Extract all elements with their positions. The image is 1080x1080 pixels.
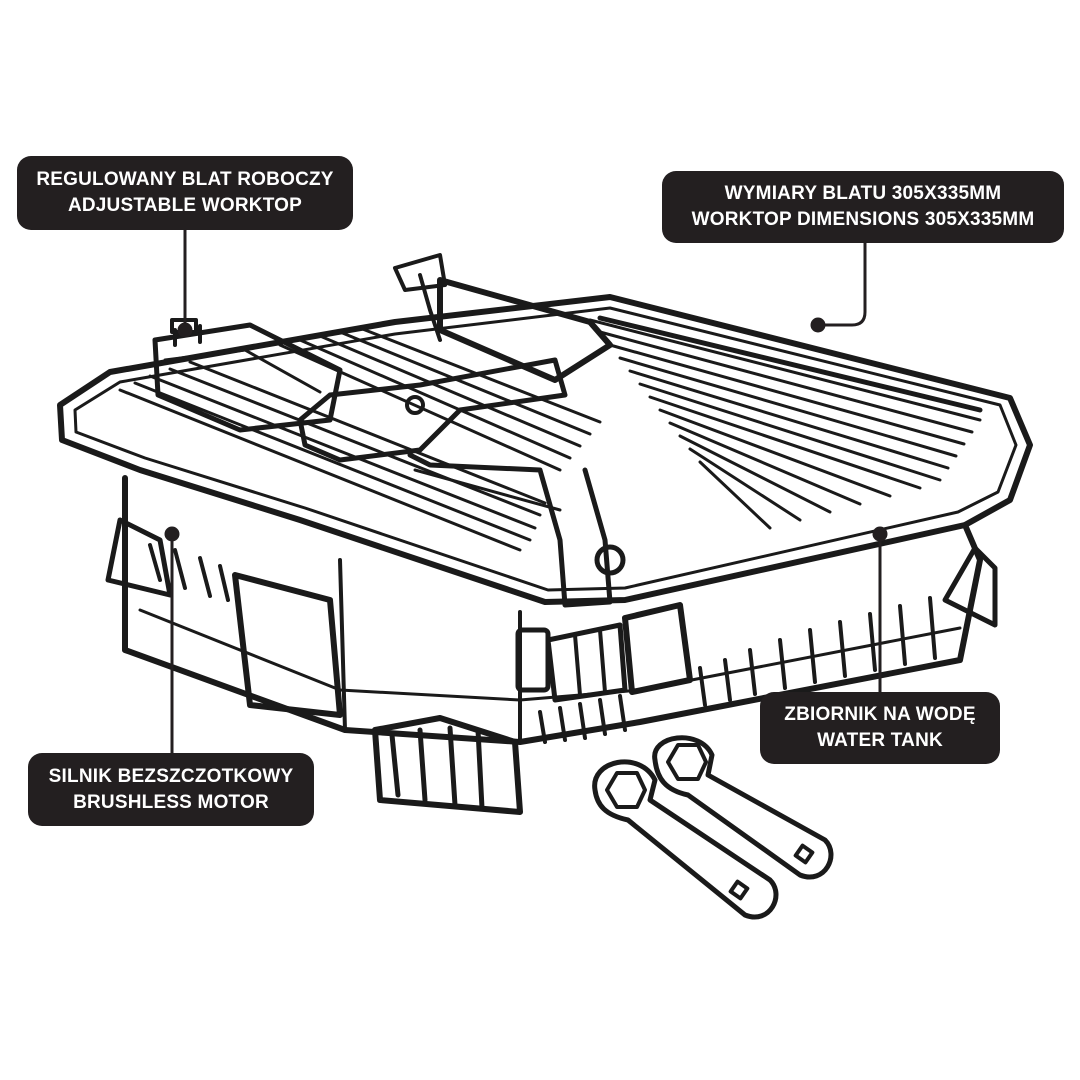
leader-tank-dot: [872, 526, 888, 542]
callout-motor-en: BRUSHLESS MOTOR: [73, 791, 269, 813]
leader-motor-dot: [164, 526, 180, 542]
saw-body: [57, 294, 1033, 815]
wrench-icon: [592, 735, 834, 920]
callout-dimensions-pl: WYMIARY BLATU 305X335MM: [724, 183, 1002, 204]
callout-adjustable-worktop: REGULOWANY BLAT ROBOCZY ADJUSTABLE WORKT…: [17, 156, 353, 230]
callout-tank-pl: ZBIORNIK NA WODĘ: [784, 704, 976, 725]
leader-lines: [164, 227, 888, 755]
leader-dimensions: [818, 240, 867, 327]
worktop-rails: [118, 315, 983, 552]
callout-brushless-motor: SILNIK BEZSZCZOTKOWY BRUSHLESS MOTOR: [28, 753, 314, 826]
leader-worktop-dot: [177, 322, 193, 338]
miter-guide: [297, 253, 613, 463]
leader-dimensions-dot: [810, 317, 826, 333]
callout-motor-pl: SILNIK BEZSZCZOTKOWY: [48, 765, 294, 787]
adjustable-worktop-panel: [152, 318, 343, 433]
callout-water-tank: ZBIORNIK NA WODĘ WATER TANK: [760, 692, 1000, 764]
callout-worktop-en: ADJUSTABLE WORKTOP: [67, 195, 303, 216]
callout-dimensions-en: WORKTOP DIMENSIONS 305X335MM: [691, 209, 1035, 230]
callout-tank-en: WATER TANK: [817, 730, 943, 751]
callout-worktop-pl: REGULOWANY BLAT ROBOCZY: [36, 169, 334, 190]
callout-worktop-dimensions: WYMIARY BLATU 305X335MM WORKTOP DIMENSIO…: [662, 171, 1064, 243]
motor-housing: [148, 543, 343, 718]
rip-fence: [407, 452, 626, 608]
water-tank-latch: [515, 602, 693, 703]
